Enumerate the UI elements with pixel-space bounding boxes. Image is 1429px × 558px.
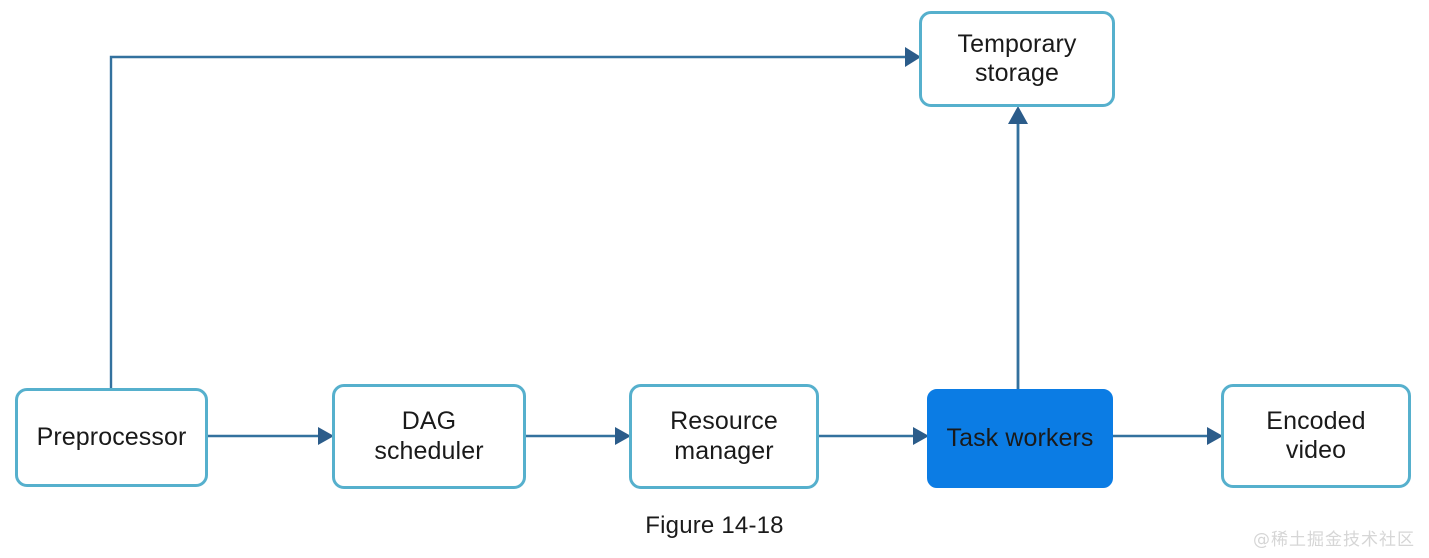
node-encoded-video-label: Encoded video bbox=[1266, 406, 1366, 465]
edge-dag-scheduler-to-resource-manager bbox=[526, 427, 631, 445]
figure-caption-text: Figure 14-18 bbox=[645, 512, 784, 539]
node-dag-scheduler[interactable]: DAG scheduler bbox=[332, 384, 526, 489]
node-encoded-video[interactable]: Encoded video bbox=[1221, 384, 1411, 488]
node-preprocessor-label: Preprocessor bbox=[36, 422, 187, 451]
node-temporary-storage[interactable]: Temporary storage bbox=[919, 11, 1115, 107]
edge-preprocessor-to-dag-scheduler bbox=[208, 427, 334, 445]
node-task-workers-label: Task workers bbox=[946, 423, 1094, 452]
node-temporary-storage-label: Temporary storage bbox=[957, 29, 1077, 88]
arrowhead-up-icon bbox=[1008, 106, 1028, 124]
edge-task-workers-to-temporary-storage bbox=[1008, 106, 1028, 389]
figure-caption: Figure 14-18 bbox=[0, 512, 1429, 540]
node-resource-manager-label: Resource manager bbox=[670, 407, 778, 465]
node-resource-manager[interactable]: Resource manager bbox=[629, 384, 819, 489]
node-task-workers[interactable]: Task workers bbox=[927, 389, 1113, 488]
node-dag-scheduler-label: DAG scheduler bbox=[374, 407, 484, 465]
edge-task-workers-to-encoded-video bbox=[1113, 427, 1223, 445]
node-preprocessor[interactable]: Preprocessor bbox=[15, 388, 208, 487]
watermark: @稀土掘金技术社区 bbox=[1253, 530, 1415, 550]
edge-resource-manager-to-task-workers bbox=[819, 427, 929, 445]
edge-preprocessor-to-temporary-storage bbox=[109, 47, 921, 390]
